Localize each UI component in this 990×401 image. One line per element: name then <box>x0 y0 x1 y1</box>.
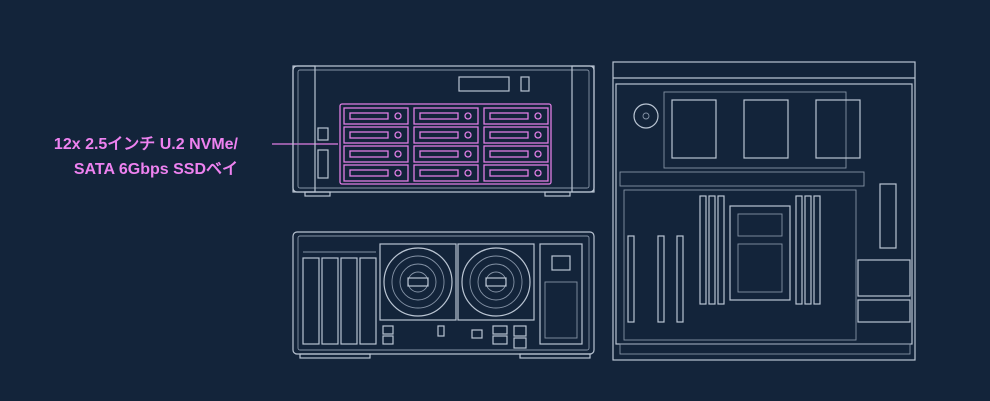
drive-bay-latch <box>349 131 389 139</box>
drive-bay-led <box>394 131 402 139</box>
drive-bay-led <box>464 112 472 120</box>
drive-bay <box>413 145 479 163</box>
callout-line-2: SATA 6Gbps SSDベイ <box>73 161 238 178</box>
drive-bay-led <box>534 169 542 177</box>
drive-bay <box>413 164 479 182</box>
drive-bay <box>343 164 409 182</box>
drive-bay <box>413 126 479 144</box>
drive-bay-led <box>394 150 402 158</box>
drive-bay-led <box>534 131 542 139</box>
drive-bay-latch <box>489 112 529 120</box>
drive-bay-led <box>464 150 472 158</box>
drive-bay-grid <box>343 107 549 182</box>
drive-bay-latch <box>419 112 459 120</box>
drive-bay-led <box>534 150 542 158</box>
drive-bay <box>343 145 409 163</box>
drive-bay <box>483 107 549 125</box>
front-view <box>292 65 595 197</box>
drive-bay-led <box>464 169 472 177</box>
drive-bay-led <box>394 169 402 177</box>
drive-bay-latch <box>489 150 529 158</box>
drive-bay <box>343 107 409 125</box>
drive-bay-latch <box>419 131 459 139</box>
callout-line-1: 12x 2.5インチ U.2 NVMe/ <box>53 136 238 153</box>
drive-bay <box>483 145 549 163</box>
internal-view <box>612 61 916 361</box>
drive-bay <box>483 126 549 144</box>
drive-bay-led <box>464 131 472 139</box>
drive-bay-latch <box>349 112 389 120</box>
drive-bay <box>413 107 479 125</box>
drive-bay-latch <box>419 169 459 177</box>
drive-bay <box>343 126 409 144</box>
drive-bay-latch <box>349 150 389 158</box>
drive-bay-led <box>534 112 542 120</box>
rear-view <box>292 231 595 359</box>
drive-bay-latch <box>489 169 529 177</box>
drive-bay-led <box>394 112 402 120</box>
drive-bay-latch <box>349 169 389 177</box>
drive-bay-latch <box>419 150 459 158</box>
drive-bay-latch <box>489 131 529 139</box>
drive-bay <box>483 164 549 182</box>
